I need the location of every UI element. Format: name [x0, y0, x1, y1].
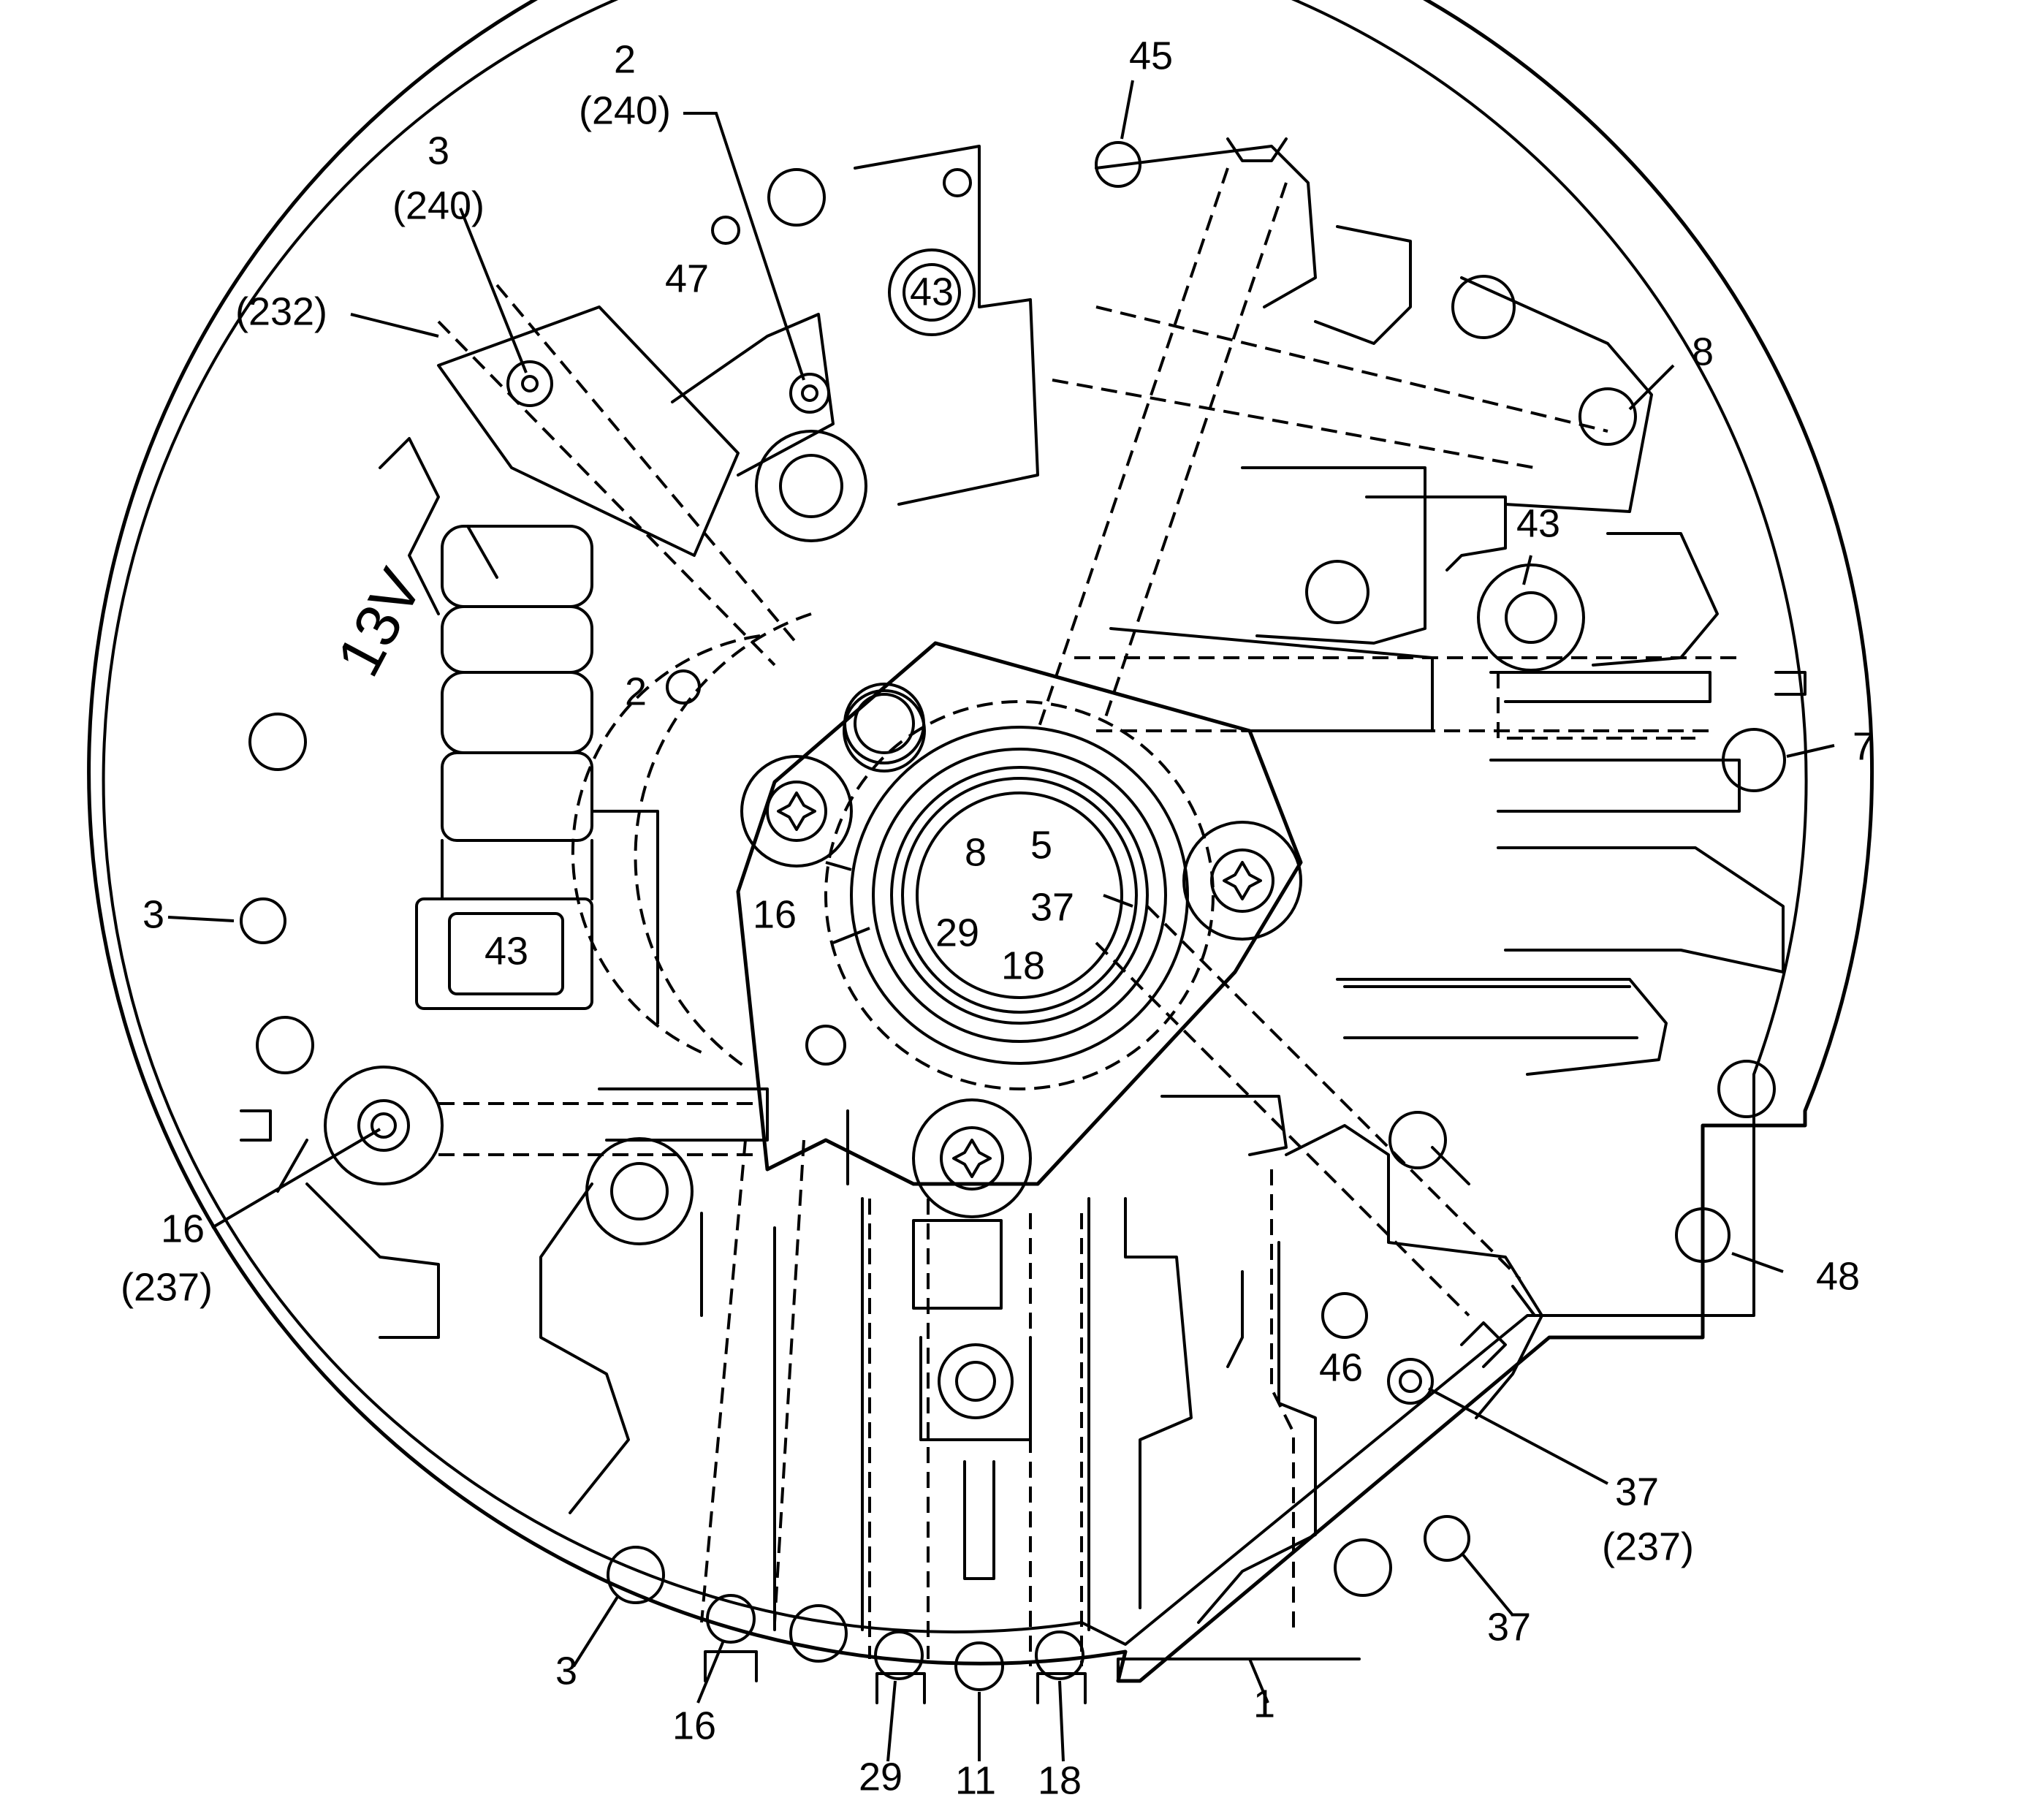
- label-29-center: 29: [935, 911, 979, 954]
- callout-237-b: (237): [1602, 1525, 1694, 1568]
- callout-29: 29: [859, 1755, 903, 1799]
- center-plate: [736, 641, 1303, 1186]
- bolt-hole: [711, 216, 740, 245]
- solenoid-stack: [415, 525, 659, 1025]
- bolt-hole: [1451, 275, 1516, 339]
- casing-outline: [87, 0, 1874, 1683]
- callout-232: (232): [235, 289, 327, 333]
- bolt-hole: [607, 1546, 665, 1604]
- bolt-hole: [256, 1016, 314, 1074]
- callout-37: 37: [1615, 1470, 1659, 1514]
- center-bore-outer-dash: [824, 700, 1215, 1090]
- label-2-inner: 2: [625, 669, 647, 713]
- bolt-hole: [1717, 1060, 1776, 1118]
- bolt-hole: [1305, 560, 1369, 624]
- callout-8: 8: [1692, 330, 1714, 373]
- perimeter-bolt-holes: [240, 141, 1786, 1691]
- bolt-hole: [1424, 1515, 1470, 1562]
- label-43-top: 43: [910, 270, 954, 314]
- leader-lines: [167, 80, 1835, 1762]
- bolt-hole: [943, 168, 972, 197]
- bolt-hole: [1321, 1292, 1368, 1339]
- label-46: 46: [1319, 1345, 1363, 1389]
- bolt-hole: [248, 713, 307, 771]
- bolt-hole: [666, 669, 701, 705]
- callout-11: 11: [955, 1758, 996, 1802]
- bolt-hole: [240, 897, 286, 944]
- torx-screws: [740, 689, 1302, 1218]
- body-labels: 47 43 2 43 43 8 5 37 16 29 18 46: [485, 257, 1560, 1389]
- label-5-center: 5: [1030, 823, 1052, 867]
- callout-18: 18: [1038, 1758, 1082, 1802]
- label-8-center: 8: [965, 830, 987, 874]
- callout-labels: 2 (240) 45 3 (240) (232) 8 7 3 16 (237) …: [121, 34, 1874, 1802]
- callout-1: 1: [1253, 1682, 1275, 1725]
- bolt-hole: [1578, 387, 1637, 446]
- bracket-clips: [240, 137, 1806, 1704]
- center-bore-rings: [850, 726, 1189, 1065]
- bolt-hole: [1675, 1207, 1730, 1263]
- bolt-hole: [954, 1641, 1004, 1691]
- label-43-left: 43: [485, 929, 528, 973]
- callout-3-left: 3: [143, 892, 164, 936]
- bolt-hole: [767, 168, 826, 227]
- dashed-passages: [437, 167, 1739, 1666]
- callout-2: 2: [614, 37, 636, 81]
- callout-3-top: 3: [428, 129, 449, 172]
- bolt-hole: [1095, 141, 1141, 188]
- callout-37-b: 37: [1487, 1605, 1531, 1649]
- callout-237-a: (237): [121, 1265, 213, 1309]
- label-18-center: 18: [1001, 944, 1045, 987]
- callout-45: 45: [1129, 34, 1173, 77]
- callout-240-a: (240): [579, 88, 671, 132]
- callout-240-b: (240): [392, 183, 485, 227]
- bolt-hole: [1334, 1538, 1392, 1597]
- callout-16-bottom: 16: [672, 1704, 716, 1747]
- bolt-hole: [1388, 1111, 1447, 1169]
- inner-rim: [102, 0, 1808, 1646]
- callout-3-bottom: 3: [555, 1649, 577, 1693]
- label-37-center: 37: [1030, 885, 1074, 929]
- label-43-right: 43: [1516, 501, 1560, 545]
- label-47: 47: [665, 257, 709, 300]
- label-16-center: 16: [753, 892, 797, 936]
- channel-walls: [276, 145, 1785, 1631]
- callout-16: 16: [161, 1207, 205, 1250]
- callout-7: 7: [1853, 724, 1874, 768]
- bolt-hole: [789, 1604, 848, 1663]
- callout-48: 48: [1816, 1254, 1860, 1298]
- stamp-13v: 13V: [323, 558, 435, 687]
